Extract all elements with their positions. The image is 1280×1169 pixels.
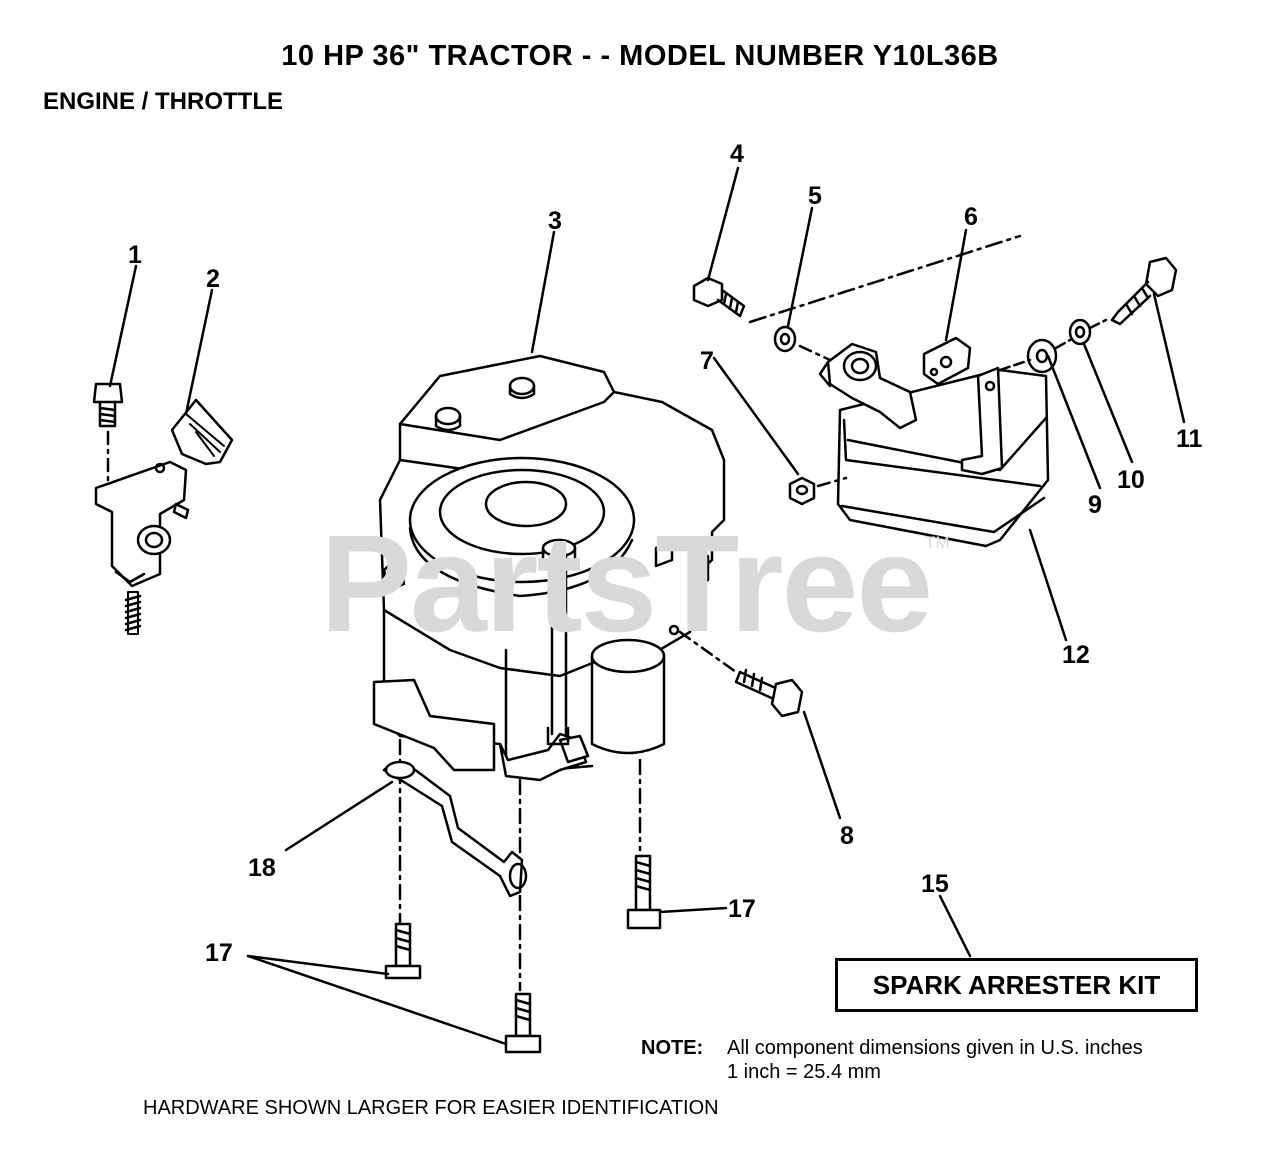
note-line-1: All component dimensions given in U.S. i… — [727, 1037, 1143, 1059]
callout-6[interactable]: 6 — [964, 203, 978, 231]
leader-lines — [108, 166, 1186, 1046]
hardware-note: HARDWARE SHOWN LARGER FOR EASIER IDENTIF… — [143, 1097, 719, 1119]
callout-7[interactable]: 7 — [700, 347, 714, 375]
part-2-throttle-bracket[interactable] — [94, 398, 234, 588]
part-17-bolt-c[interactable] — [626, 854, 662, 930]
watermark-trademark: TM — [925, 533, 950, 552]
note-line-2: 1 inch = 25.4 mm — [727, 1061, 881, 1083]
callout-18[interactable]: 18 — [248, 854, 276, 882]
muffler-centerline-right — [998, 318, 1108, 372]
callout-3[interactable]: 3 — [548, 207, 562, 235]
part-12-muffler[interactable] — [818, 342, 1050, 548]
callout-2[interactable]: 2 — [206, 265, 220, 293]
part-8-bolt[interactable] — [734, 668, 804, 718]
part-4-bolt[interactable] — [692, 276, 746, 318]
part-11-bolt[interactable] — [1110, 256, 1178, 326]
callout-8[interactable]: 8 — [840, 822, 854, 850]
callout-12[interactable]: 12 — [1062, 641, 1090, 669]
callout-4[interactable]: 4 — [730, 140, 744, 168]
muffler-centerline-upper — [748, 234, 1022, 324]
part-3-engine[interactable] — [372, 354, 726, 782]
part-8-centerline — [678, 630, 738, 674]
muffler-centerline-nut — [816, 476, 848, 488]
muffler-centerline-mid — [798, 344, 832, 362]
part-17-bolt-b[interactable] — [504, 992, 542, 1054]
callout-11[interactable]: 11 — [1176, 425, 1203, 453]
part-10-lock-washer[interactable] — [1068, 318, 1092, 346]
part-9-flat-washer[interactable] — [1026, 338, 1058, 374]
note-label: NOTE: — [641, 1037, 704, 1059]
callout-5[interactable]: 5 — [808, 182, 822, 210]
diagram-title: 10 HP 36" TRACTOR - - MODEL NUMBER Y10L3… — [281, 40, 999, 72]
part-5-lock-washer[interactable] — [773, 325, 797, 353]
spark-arrester-kit-box[interactable]: SPARK ARRESTER KIT — [835, 958, 1198, 1012]
diagram-subtitle: ENGINE / THROTTLE — [43, 88, 283, 115]
callout-9[interactable]: 9 — [1088, 491, 1102, 519]
callout-1[interactable]: 1 — [128, 241, 142, 269]
callout-10[interactable]: 10 — [1117, 466, 1145, 494]
callout-17-right[interactable]: 17 — [728, 895, 756, 923]
part-7-nut[interactable] — [788, 476, 816, 506]
callout-17-left[interactable]: 17 — [205, 939, 233, 967]
callout-15[interactable]: 15 — [921, 870, 949, 898]
watermark: PartsTree — [320, 507, 933, 661]
part-17-bolt-a[interactable] — [384, 922, 422, 980]
part-2-spring[interactable] — [124, 591, 142, 635]
part-6-gasket[interactable] — [922, 336, 972, 386]
part-18-bracket[interactable] — [382, 760, 528, 898]
part-1-bolt[interactable] — [92, 382, 124, 428]
